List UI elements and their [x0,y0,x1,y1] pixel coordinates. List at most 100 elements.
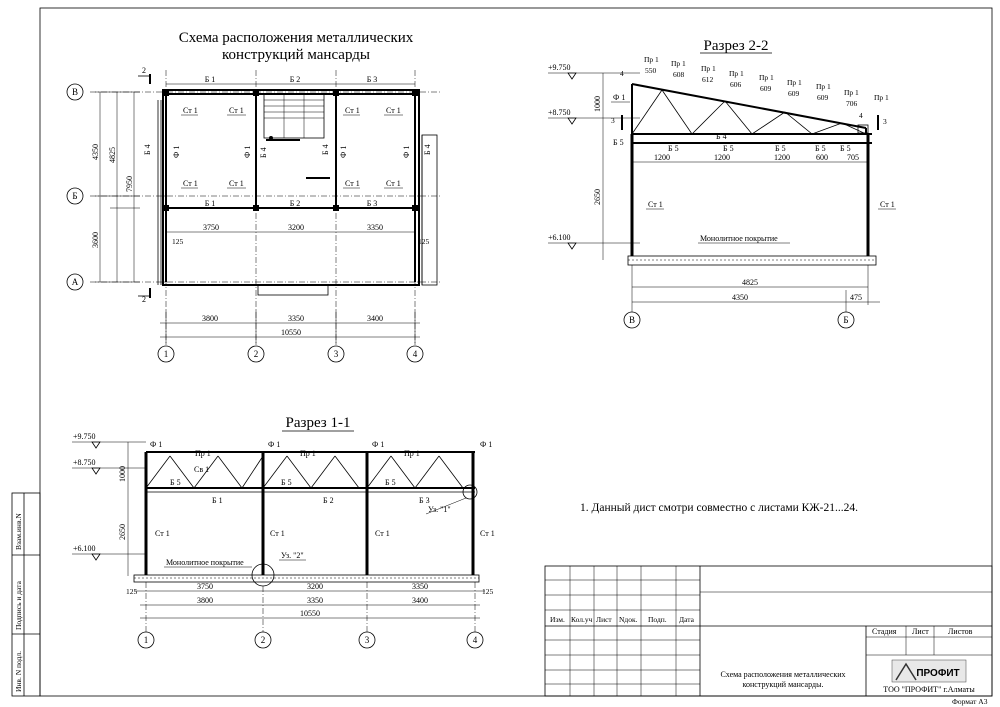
side-stamp-label-3: Инв. N подл. [14,651,23,692]
svg-text:600: 600 [816,153,828,162]
node-1-label: Уз. "1" [428,505,451,514]
svg-text:В: В [629,315,635,325]
svg-text:3350: 3350 [288,314,304,323]
svg-text:Ст 1: Ст 1 [480,529,495,538]
svg-text:+9.750: +9.750 [548,63,571,72]
svg-text:+8.750: +8.750 [548,108,571,117]
svg-text:Пр 1: Пр 1 [300,449,316,458]
svg-text:Ст 1: Ст 1 [229,179,244,188]
svg-text:Б 2: Б 2 [290,199,301,208]
svg-text:3350: 3350 [412,582,428,591]
svg-text:Ст 1: Ст 1 [880,200,895,209]
svg-text:Б 5: Б 5 [170,478,181,487]
section22-top-chord [631,83,867,129]
svg-text:3200: 3200 [307,582,323,591]
svg-text:Пр 1: Пр 1 [816,82,831,91]
svg-text:705: 705 [847,153,859,162]
svg-text:+9.750: +9.750 [73,432,96,441]
svg-text:Б 2: Б 2 [290,75,301,84]
svg-text:Б 5: Б 5 [723,144,734,153]
svg-text:Пр 1: Пр 1 [759,73,774,82]
plan-dim-125-right: 125 [418,237,430,246]
svg-text:А: А [72,277,79,287]
svg-text:3800: 3800 [202,314,218,323]
svg-text:Ст 1: Ст 1 [386,106,401,115]
plan-vertical-labels: Ф 1 Ф 1 Ф 1 Ф 1 Б 4 Б 4 Б 4 Б 4 [143,144,432,158]
svg-text:1: 1 [164,349,169,359]
svg-text:10550: 10550 [281,328,301,337]
svg-text:612: 612 [702,75,714,84]
svg-text:Стадия: Стадия [872,627,897,636]
side-stamp-label-2: Подпись и дата [14,580,23,630]
general-note: 1. Данный дист смотри совместно с листам… [580,502,858,514]
svg-text:3: 3 [334,349,339,359]
svg-text:10550: 10550 [300,609,320,618]
svg-text:Б 3: Б 3 [367,199,378,208]
section22-slab [627,255,877,266]
svg-text:3350: 3350 [307,596,323,605]
svg-text:Дата: Дата [679,615,695,624]
section22-mark-3-left: 3 [611,116,615,125]
svg-text:2650: 2650 [593,189,602,205]
svg-text:606: 606 [730,80,742,89]
svg-text:Ф 1: Ф 1 [372,440,384,449]
svg-text:3600: 3600 [91,232,100,248]
svg-text:3800: 3800 [197,596,213,605]
svg-text:Ф 1: Ф 1 [339,146,348,158]
svg-text:609: 609 [817,93,829,102]
svg-text:3400: 3400 [412,596,428,605]
svg-text:Монолитное покрытие: Монолитное покрытие [700,234,778,243]
svg-text:Ст 1: Ст 1 [270,529,285,538]
svg-text:1000: 1000 [118,466,127,482]
svg-text:609: 609 [788,89,800,98]
plan-axis-numbers: 1 2 3 4 [157,345,424,363]
svg-text:7950: 7950 [125,176,134,192]
plan-title-line1: Схема расположения металлических [179,30,414,46]
svg-text:Б: Б [72,191,77,201]
svg-text:4: 4 [473,635,478,645]
svg-text:Ф 1: Ф 1 [150,440,162,449]
node-1-marker [462,484,478,500]
section-mark-bottom: 2 [142,295,146,304]
svg-text:Б 4: Б 4 [423,144,432,155]
company-logo: ПРОФИТ [891,659,967,683]
svg-text:Б 4: Б 4 [259,147,268,158]
section-1-1: Разрез 1-1 +9.750 +8.750 +6.100 1000 265… [72,415,495,649]
svg-text:Подп.: Подп. [648,615,667,624]
svg-text:Ст 1: Ст 1 [155,529,170,538]
svg-text:1: 1 [144,635,149,645]
svg-text:4825: 4825 [108,147,117,163]
svg-text:550: 550 [645,66,657,75]
svg-text:Пр 1: Пр 1 [844,88,859,97]
section22-mark-3-right: 3 [883,117,887,126]
section11-levels: +9.750 +8.750 +6.100 [72,432,146,561]
svg-text:Б 3: Б 3 [419,496,430,505]
svg-text:+6.100: +6.100 [73,544,96,553]
svg-text:Пр 1: Пр 1 [404,449,420,458]
svg-text:+6.100: +6.100 [548,233,571,242]
svg-text:3400: 3400 [367,314,383,323]
svg-text:2: 2 [261,635,266,645]
svg-text:3750: 3750 [197,582,213,591]
svg-text:+8.750: +8.750 [73,458,96,467]
svg-text:Св 1: Св 1 [194,465,209,474]
svg-text:1200: 1200 [774,153,790,162]
section22-mark-4-top: 4 [620,69,624,78]
svg-text:Ст 1: Ст 1 [648,200,663,209]
section11-title: Разрез 1-1 [286,415,351,431]
svg-text:4350: 4350 [91,144,100,160]
svg-text:Б 5: Б 5 [775,144,786,153]
svg-text:Б 4: Б 4 [321,144,330,155]
svg-text:Лист: Лист [912,627,929,636]
svg-text:Листов: Листов [948,627,973,636]
svg-text:2650: 2650 [118,524,127,540]
section22-pr-labels: Пр 1 Пр 1 Пр 1 Пр 1 Пр 1 Пр 1 Пр 1 Пр 1 … [644,55,889,108]
section-mark-top: 2 [142,66,146,75]
title-block: Изм. Кол.уч Лист Nдок. Подп. Дата Стадия… [544,565,993,706]
svg-text:1000: 1000 [593,96,602,112]
section22-mark-4-right: 4 [859,111,863,120]
svg-text:125: 125 [482,587,494,596]
svg-text:Б 5: Б 5 [385,478,396,487]
svg-text:Ст 1: Ст 1 [345,106,360,115]
